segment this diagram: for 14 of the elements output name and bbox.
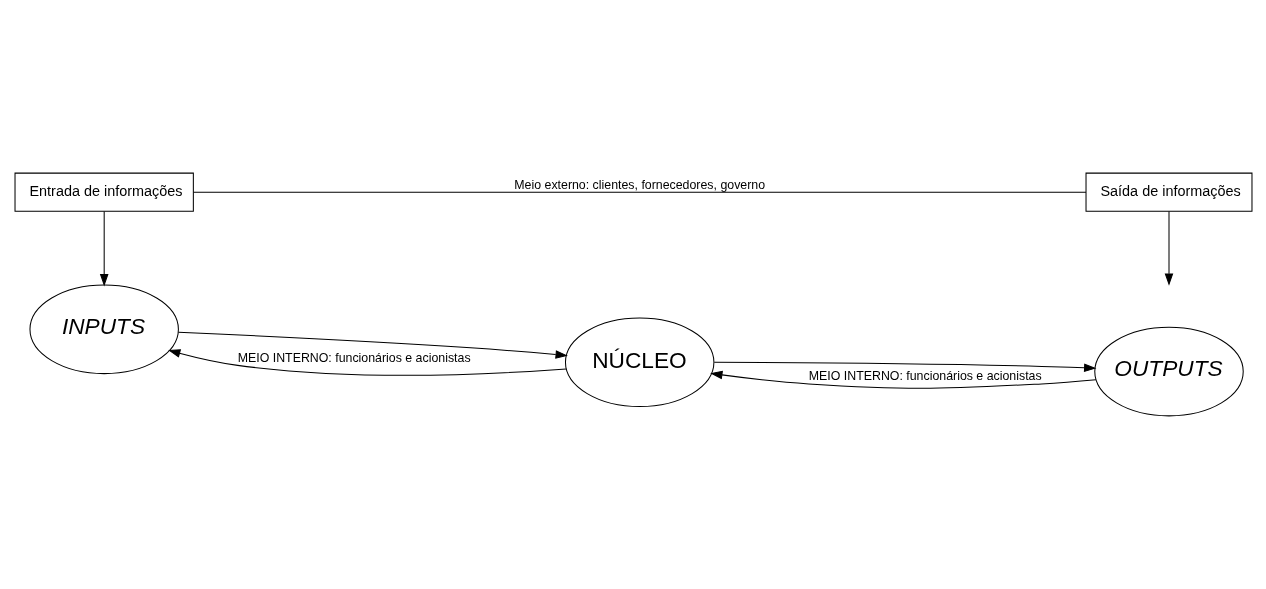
edge-label: MEIO INTERNO: funcionários e acionistas (808, 369, 1042, 384)
node-box: Entrada de informações (14, 172, 194, 212)
node-ellipse: OUTPUTS (1093, 326, 1244, 417)
edge-label: Meio externo: clientes, fornecedores, governo (513, 177, 765, 192)
node-ellipse: NÚCLEO (564, 317, 714, 408)
arrow (1164, 211, 1173, 286)
arrow (99, 210, 108, 287)
arrow (177, 331, 568, 359)
edge-label: MEIO INTERNO: funcionários e acionistas (237, 350, 471, 365)
arrow (709, 370, 1096, 389)
arrow (167, 349, 567, 376)
node-box: Saída de informações (1085, 172, 1252, 212)
connector (192, 191, 1086, 193)
arrow (713, 361, 1096, 373)
